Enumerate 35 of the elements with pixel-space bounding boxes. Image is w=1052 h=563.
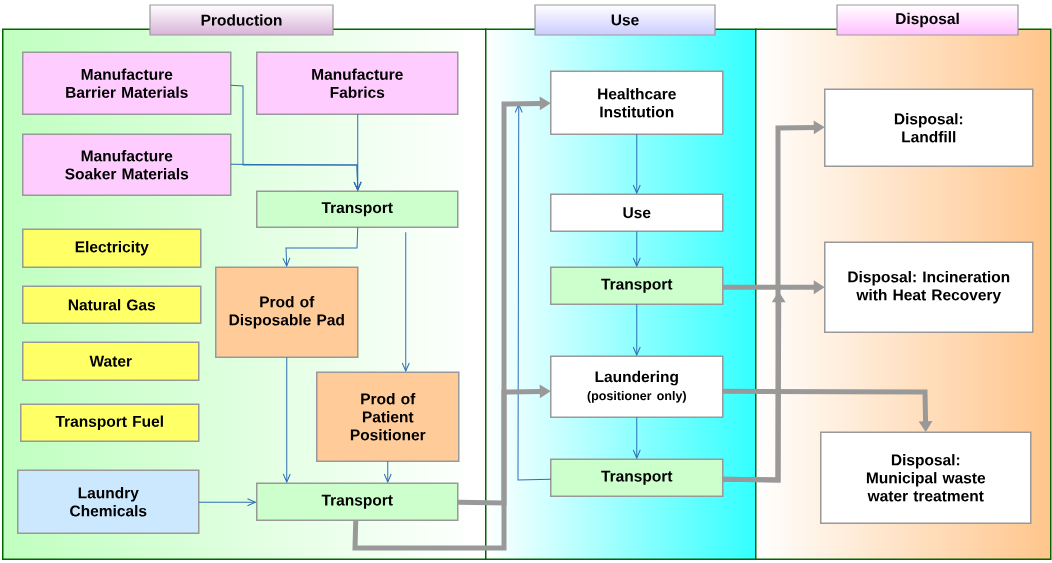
input-box: Transport Fuel bbox=[20, 403, 200, 442]
process-box: Healthcare Institution bbox=[550, 70, 724, 135]
process-box: Manufacture Soaker Materials bbox=[22, 133, 232, 196]
input-box: Laundry Chemicals bbox=[17, 469, 200, 534]
input-box: Electricity bbox=[22, 228, 202, 268]
process-box: Disposal: Municipal waste water treatment bbox=[820, 431, 1032, 524]
arrow bbox=[401, 231, 410, 372]
arrow bbox=[632, 416, 641, 459]
process-box: Disposal: Landfill bbox=[824, 88, 1034, 167]
arrow bbox=[282, 356, 291, 483]
transport-box: Transport bbox=[550, 458, 724, 497]
arrow bbox=[198, 498, 256, 507]
transport-box: Transport bbox=[256, 482, 459, 521]
arrow bbox=[632, 303, 641, 356]
process-box: Laundering (positioner only) bbox=[550, 355, 724, 418]
transport-box: Transport bbox=[550, 266, 724, 305]
process-box: Prod of Disposable Pad bbox=[215, 266, 359, 358]
panel-tab: Production bbox=[149, 4, 334, 36]
process-box: Manufacture Barrier Materials bbox=[22, 51, 232, 115]
arrow bbox=[383, 460, 392, 483]
arrow bbox=[282, 226, 359, 267]
arrow bbox=[514, 104, 552, 481]
panel-tab: Disposal bbox=[836, 4, 1019, 36]
input-box: Natural Gas bbox=[22, 285, 202, 324]
panel-tab: Use bbox=[534, 4, 716, 36]
arrow bbox=[353, 113, 362, 191]
transport-box: Transport bbox=[256, 190, 459, 228]
arrow bbox=[230, 163, 362, 191]
process-box: Use bbox=[550, 193, 724, 232]
input-box: Water bbox=[22, 341, 200, 381]
arrow bbox=[632, 230, 641, 267]
process-box: Prod of Patient Positioner bbox=[316, 371, 460, 462]
arrow bbox=[632, 133, 641, 194]
process-box: Disposal: Incineration with Heat Recovery bbox=[824, 241, 1034, 333]
process-box: Manufacture Fabrics bbox=[256, 51, 459, 115]
